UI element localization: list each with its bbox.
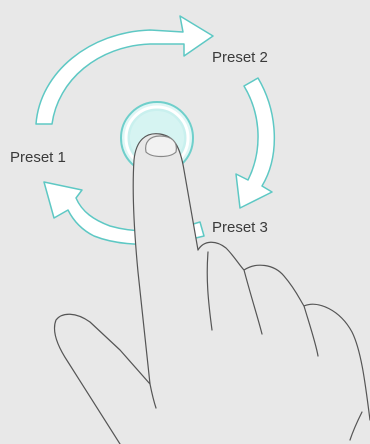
preset-1-label: Preset 1 xyxy=(10,149,66,166)
preset-2-label: Preset 2 xyxy=(212,49,268,66)
arrow-to-preset-3 xyxy=(235,77,276,209)
preset-3-label: Preset 3 xyxy=(212,219,268,236)
arrow-to-preset-2 xyxy=(35,15,214,125)
pointing-hand xyxy=(53,133,370,444)
